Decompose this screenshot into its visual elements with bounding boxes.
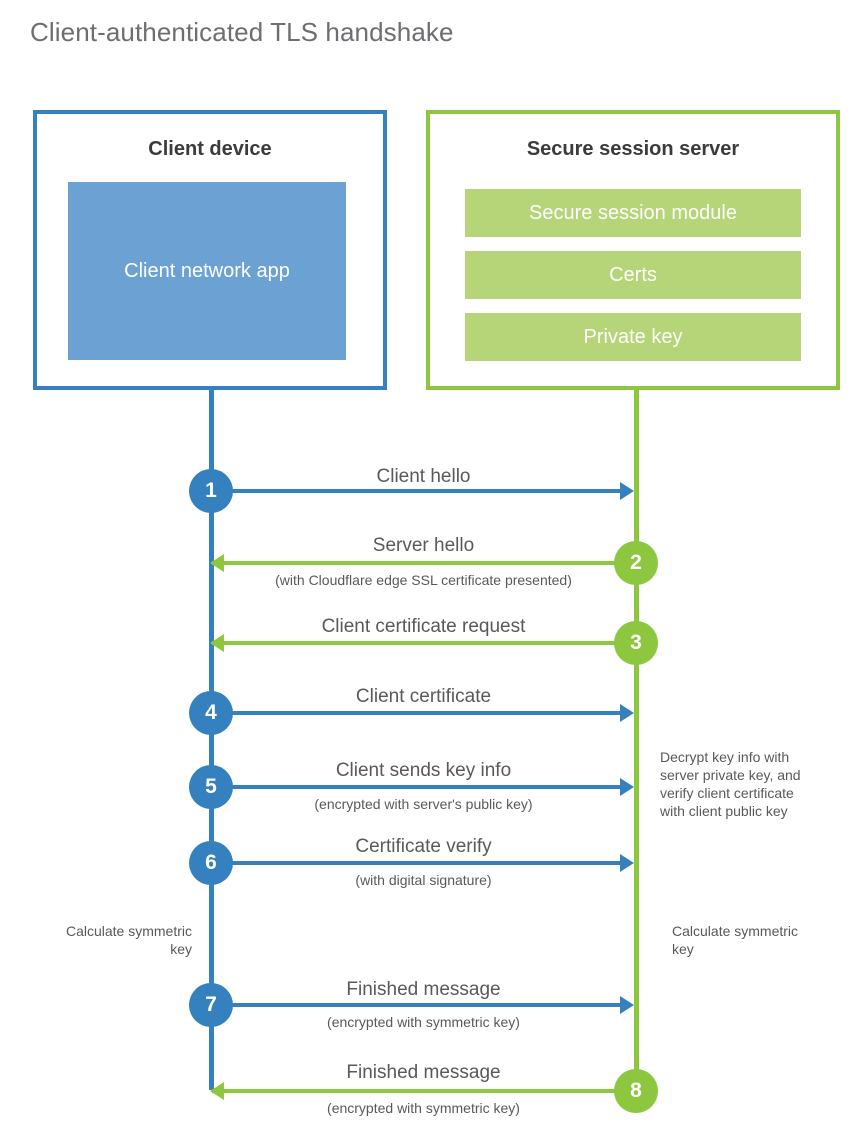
step-8-arrow-head-icon (210, 1082, 224, 1100)
step-1-number-badge: 1 (189, 469, 233, 513)
client-device-box: Client device Client network app (33, 110, 387, 390)
step-6-label: Certificate verify (355, 836, 492, 857)
step-4-arrow-line (211, 711, 622, 715)
step-6-sublabel: (with digital signature) (355, 872, 492, 888)
secure-session-server-box: Secure session server Secure session mod… (426, 110, 840, 390)
step-8-sublabel: (encrypted with symmetric key) (327, 1100, 520, 1116)
step-3-arrow-head-icon (210, 634, 224, 652)
step-4-number-badge: 4 (189, 691, 233, 735)
client-calculate-symmetric-key-annotation: Calculate symmetric key (65, 923, 192, 957)
server-lifeline (634, 390, 639, 1091)
server-component-private-key: Private key (465, 313, 801, 361)
step-1-arrow-line (211, 489, 622, 493)
step-5-label: Client sends key info (335, 760, 512, 781)
step-2-number-badge: 2 (614, 541, 658, 585)
step-2-arrow-head-icon (210, 554, 224, 572)
step-1-label: Client hello (376, 466, 471, 487)
step-4-arrow-head-icon (620, 704, 634, 722)
step-7-sublabel: (encrypted with symmetric key) (327, 1014, 520, 1030)
step-1-arrow-head-icon (620, 482, 634, 500)
server-decrypt-annotation: Decrypt key info with server private key… (660, 749, 801, 819)
step-6-arrow-line (211, 861, 622, 865)
server-component-certs: Certs (465, 251, 801, 299)
step-7-number-badge: 7 (189, 983, 233, 1027)
client-network-app-block: Client network app (68, 182, 346, 360)
client-lifeline (209, 390, 214, 1090)
step-7-label: Finished message (346, 979, 501, 1000)
step-5-arrow-head-icon (620, 778, 634, 796)
server-calculate-symmetric-key-annotation: Calculate symmetric key (672, 923, 799, 957)
server-component-secure-session-module: Secure session module (465, 189, 801, 237)
page-title: Client-authenticated TLS handshake (30, 17, 454, 47)
step-6-arrow-head-icon (620, 854, 634, 872)
client-device-heading: Client device (148, 138, 272, 160)
step-3-label: Client certificate request (321, 616, 526, 637)
step-7-arrow-head-icon (620, 996, 634, 1014)
step-5-sublabel: (encrypted with server's public key) (314, 796, 533, 812)
step-2-label: Server hello (372, 535, 475, 556)
step-5-number-badge: 5 (189, 765, 233, 809)
step-2-arrow-line (212, 561, 636, 565)
step-2-sublabel: (with Cloudflare edge SSL certificate pr… (275, 572, 572, 588)
secure-session-server-heading: Secure session server (526, 138, 740, 160)
client-network-app-label: Client network app (124, 260, 290, 282)
step-4-label: Client certificate (355, 686, 492, 707)
step-7-arrow-line (211, 1003, 622, 1007)
step-8-arrow-line (212, 1089, 636, 1093)
step-5-arrow-line (211, 785, 622, 789)
step-6-number-badge: 6 (189, 841, 233, 885)
step-8-label: Finished message (346, 1062, 501, 1083)
step-3-number-badge: 3 (614, 621, 658, 665)
step-3-arrow-line (212, 641, 636, 645)
step-8-number-badge: 8 (614, 1069, 658, 1113)
